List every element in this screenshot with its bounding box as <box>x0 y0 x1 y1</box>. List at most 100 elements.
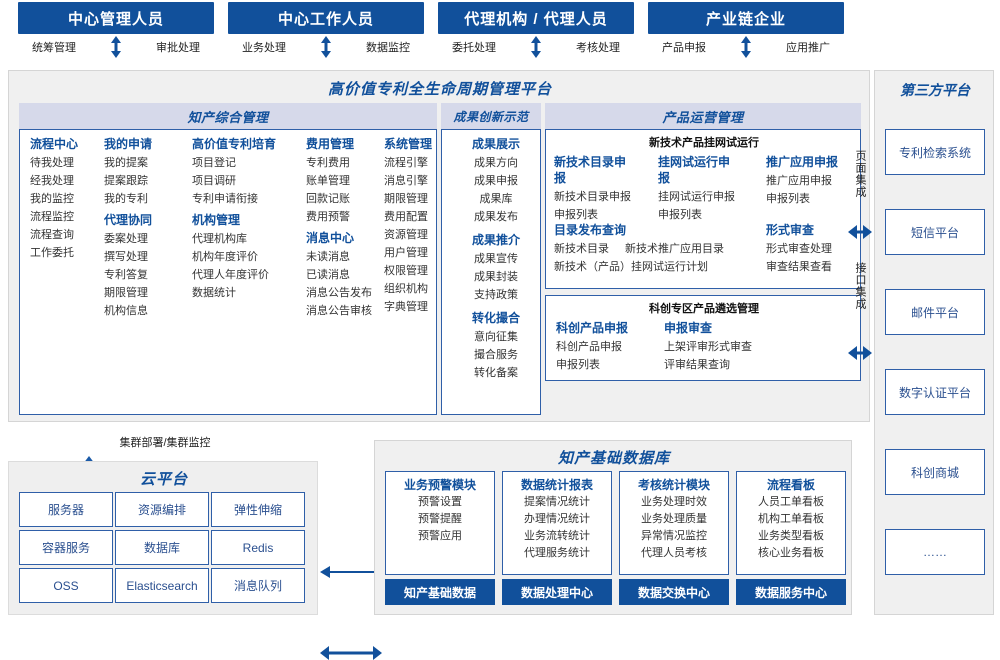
cloud-cell-2[interactable]: 弹性伸缩 <box>211 492 305 527</box>
zhichan-group-head-1-0[interactable]: 我的申请 <box>104 137 153 151</box>
kechuang-head-0[interactable]: 科创产品申报 <box>556 321 629 335</box>
zhichan-item-2-1-1[interactable]: 机构年度评价 <box>192 251 258 263</box>
db-card-item-2-3[interactable]: 代理人员考核 <box>641 547 707 559</box>
zhichan-item-0-0-0[interactable]: 待我处理 <box>30 157 74 169</box>
kechuang-item-0-0[interactable]: 科创产品申报 <box>556 341 622 353</box>
xingshishencha-head[interactable]: 形式审查 <box>766 223 815 237</box>
zhichan-item-4-0-5[interactable]: 用户管理 <box>384 247 428 259</box>
zhichan-group-head-1-1[interactable]: 代理协同 <box>104 213 153 227</box>
cloud-cell-1[interactable]: 资源编排 <box>115 492 209 527</box>
chengguo-group-head-0[interactable]: 成果展示 <box>471 137 520 151</box>
cloud-cell-3[interactable]: 容器服务 <box>19 530 113 565</box>
zhichan-item-4-0-3[interactable]: 费用配置 <box>384 211 428 223</box>
db-card-item-3-3[interactable]: 核心业务看板 <box>758 547 824 559</box>
chengguo-item-2-1[interactable]: 撮合服务 <box>474 349 518 361</box>
xingshishencha-item-0[interactable]: 形式审查处理 <box>766 243 832 255</box>
chengguo-item-0-3[interactable]: 成果发布 <box>474 211 518 223</box>
zhichan-item-0-0-1[interactable]: 经我处理 <box>30 175 74 187</box>
zhichan-item-4-0-1[interactable]: 消息引擎 <box>384 175 428 187</box>
zhichan-item-1-1-2[interactable]: 专利答复 <box>104 269 148 281</box>
mulufabu-item-1[interactable]: 新技术推广应用目录 <box>625 243 724 255</box>
zhichan-item-2-0-0[interactable]: 项目登记 <box>192 157 236 169</box>
zhichan-item-0-0-4[interactable]: 流程查询 <box>30 229 74 241</box>
db-card-item-3-1[interactable]: 机构工单看板 <box>758 513 824 525</box>
kechuang-head-1[interactable]: 申报审查 <box>664 321 713 335</box>
zhichan-group-head-4-0[interactable]: 系统管理 <box>384 137 433 151</box>
zhichan-item-4-0-0[interactable]: 流程引擎 <box>384 157 428 169</box>
chengguo-item-2-0[interactable]: 意向征集 <box>474 331 518 343</box>
third-party-item-4[interactable]: 科创商城 <box>885 449 985 495</box>
zhichan-item-3-1-0[interactable]: 未读消息 <box>306 251 350 263</box>
zhichan-item-2-1-0[interactable]: 代理机构库 <box>192 233 247 245</box>
db-card-item-3-0[interactable]: 人员工单看板 <box>758 496 824 508</box>
mulufabu-head[interactable]: 目录发布查询 <box>554 223 627 237</box>
db-footer-2[interactable]: 数据交换中心 <box>619 579 729 605</box>
mulufabu-item-0[interactable]: 新技术目录 <box>554 243 609 255</box>
db-card-item-2-0[interactable]: 业务处理时效 <box>641 496 707 508</box>
db-card-item-0-2[interactable]: 预警应用 <box>418 530 462 542</box>
db-footer-3[interactable]: 数据服务中心 <box>736 579 846 605</box>
zhichan-group-head-0-0[interactable]: 流程中心 <box>30 137 79 151</box>
db-card-item-2-2[interactable]: 异常情况监控 <box>641 530 707 542</box>
xinjishu-item-0-0[interactable]: 新技术目录申报 <box>554 191 631 203</box>
cloud-cell-7[interactable]: Elasticsearch <box>115 568 209 603</box>
db-card-item-1-2[interactable]: 业务流转统计 <box>524 530 590 542</box>
xinjishu-item-1-0[interactable]: 挂网试运行申报 <box>658 191 735 203</box>
third-party-item-5[interactable]: …… <box>885 529 985 575</box>
chengguo-group-head-1[interactable]: 成果推介 <box>471 233 520 247</box>
xinjishu-head-2[interactable]: 推广应用申报 <box>766 155 839 169</box>
db-card-item-1-3[interactable]: 代理服务统计 <box>524 547 590 559</box>
kechuang-item-0-1[interactable]: 申报列表 <box>556 359 600 371</box>
db-footer-0[interactable]: 知产基础数据 <box>385 579 495 605</box>
zhichan-item-3-1-3[interactable]: 消息公告审核 <box>306 305 372 317</box>
cloud-cell-5[interactable]: Redis <box>211 530 305 565</box>
xinjishu-head-1[interactable]: 挂网试运行申报 <box>658 155 731 185</box>
zhichan-group-head-2-0[interactable]: 高价值专利培育 <box>192 137 277 151</box>
xingshishencha-item-1[interactable]: 审查结果查看 <box>766 261 832 273</box>
zhichan-item-0-0-3[interactable]: 流程监控 <box>30 211 74 223</box>
role-bar-2[interactable]: 代理机构 / 代理人员 <box>438 2 634 34</box>
cloud-cell-0[interactable]: 服务器 <box>19 492 113 527</box>
db-card-item-0-0[interactable]: 预警设置 <box>418 496 462 508</box>
db-footer-1[interactable]: 数据处理中心 <box>502 579 612 605</box>
third-party-item-0[interactable]: 专利检索系统 <box>885 129 985 175</box>
xinjishu-item-0-1[interactable]: 申报列表 <box>554 209 598 221</box>
db-card-item-0-1[interactable]: 预警提醒 <box>418 513 462 525</box>
zhichan-item-4-0-2[interactable]: 期限管理 <box>384 193 428 205</box>
zhichan-item-3-1-2[interactable]: 消息公告发布 <box>306 287 372 299</box>
third-party-item-2[interactable]: 邮件平台 <box>885 289 985 335</box>
zhichan-item-1-0-1[interactable]: 提案跟踪 <box>104 175 148 187</box>
zhichan-item-2-1-3[interactable]: 数据统计 <box>192 287 236 299</box>
zhichan-group-head-2-1[interactable]: 机构管理 <box>192 213 241 227</box>
kechuang-item-1-1[interactable]: 评审结果查询 <box>664 359 730 371</box>
db-card-item-2-1[interactable]: 业务处理质量 <box>641 513 707 525</box>
db-card-item-1-1[interactable]: 办理情况统计 <box>524 513 590 525</box>
zhichan-item-1-1-1[interactable]: 撰写处理 <box>104 251 148 263</box>
cloud-cell-6[interactable]: OSS <box>19 568 113 603</box>
kechuang-item-1-0[interactable]: 上架评审形式审查 <box>664 341 752 353</box>
role-bar-0[interactable]: 中心管理人员 <box>18 2 214 34</box>
zhichan-item-2-1-2[interactable]: 代理人年度评价 <box>192 269 269 281</box>
xinjishu-item-1-1[interactable]: 申报列表 <box>658 209 702 221</box>
zhichan-item-1-1-4[interactable]: 机构信息 <box>104 305 148 317</box>
mulufabu-item-2[interactable]: 新技术（产品）挂网试运行计划 <box>554 261 708 273</box>
chengguo-item-0-0[interactable]: 成果方向 <box>474 157 518 169</box>
chengguo-item-0-1[interactable]: 成果申报 <box>474 175 518 187</box>
chengguo-group-head-2[interactable]: 转化撮合 <box>471 311 520 325</box>
zhichan-item-0-0-5[interactable]: 工作委托 <box>30 247 74 259</box>
zhichan-item-3-1-1[interactable]: 已读消息 <box>306 269 350 281</box>
zhichan-item-1-0-2[interactable]: 我的专利 <box>104 193 148 205</box>
xinjishu-item-2-0[interactable]: 推广应用申报 <box>766 175 832 187</box>
zhichan-item-2-0-1[interactable]: 项目调研 <box>192 175 236 187</box>
chengguo-item-1-0[interactable]: 成果宣传 <box>474 253 518 265</box>
zhichan-item-1-0-0[interactable]: 我的提案 <box>104 157 148 169</box>
chengguo-item-1-1[interactable]: 成果封装 <box>474 271 518 283</box>
db-card-item-3-2[interactable]: 业务类型看板 <box>758 530 824 542</box>
chengguo-item-1-2[interactable]: 支持政策 <box>474 289 518 301</box>
zhichan-item-0-0-2[interactable]: 我的监控 <box>30 193 74 205</box>
zhichan-group-head-3-1[interactable]: 消息中心 <box>306 231 355 245</box>
role-bar-3[interactable]: 产业链企业 <box>648 2 844 34</box>
zhichan-item-3-0-0[interactable]: 专利费用 <box>306 157 350 169</box>
cloud-cell-4[interactable]: 数据库 <box>115 530 209 565</box>
zhichan-item-2-0-2[interactable]: 专利申请衔接 <box>192 193 258 205</box>
